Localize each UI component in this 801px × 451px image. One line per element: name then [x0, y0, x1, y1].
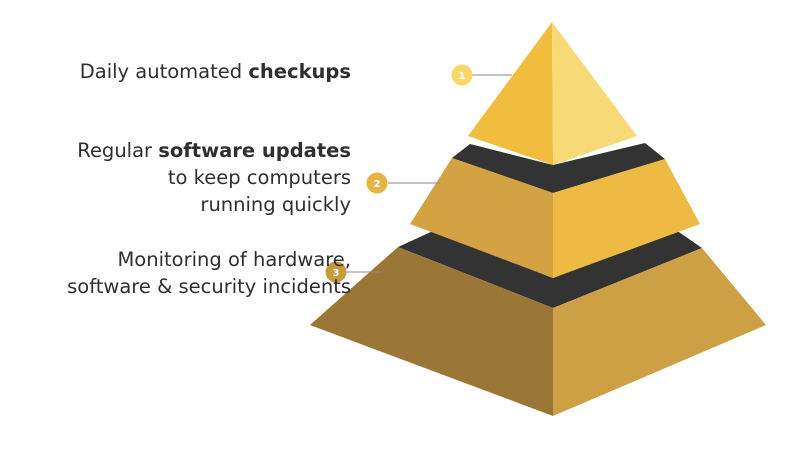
tier-1-label: Daily automated checkups	[80, 58, 351, 85]
tier-2-line-2: to keep computers	[167, 166, 351, 189]
tier-1-bold-text: checkups	[248, 60, 351, 83]
badge-3: 3	[325, 261, 347, 283]
badge-3-number: 3	[333, 268, 340, 279]
tier-2-right-face	[553, 159, 700, 278]
tier-2-line-1: Regular software updates	[77, 137, 351, 164]
tier-2-label: Regular software updates to keep compute…	[77, 137, 351, 218]
tier-2-line-3: running quickly	[200, 193, 351, 216]
tier-3-left-face	[310, 247, 553, 416]
tier-1-right-face	[552, 22, 637, 165]
tier-3-right-face	[553, 248, 766, 416]
tier-1-text: Daily automated	[79, 60, 249, 83]
badge-1: 1	[451, 64, 473, 86]
badge-1-number: 1	[459, 71, 466, 82]
tier-2-bold-text: software updates	[158, 139, 351, 162]
tier-3-label: Monitoring of hardware, software & secur…	[67, 246, 351, 300]
dark-band-lower	[398, 230, 702, 308]
tier-2-left-face	[410, 158, 553, 278]
badge-2: 2	[366, 172, 388, 194]
dark-band-upper	[452, 143, 665, 193]
badge-2-number: 2	[374, 179, 381, 190]
tier-2-text: Regular	[77, 139, 159, 162]
tier-1-left-face	[468, 22, 553, 165]
tier-3-line-2: software & security incidents	[67, 275, 351, 298]
tier-3-line-1: Monitoring of hardware,	[117, 248, 351, 271]
